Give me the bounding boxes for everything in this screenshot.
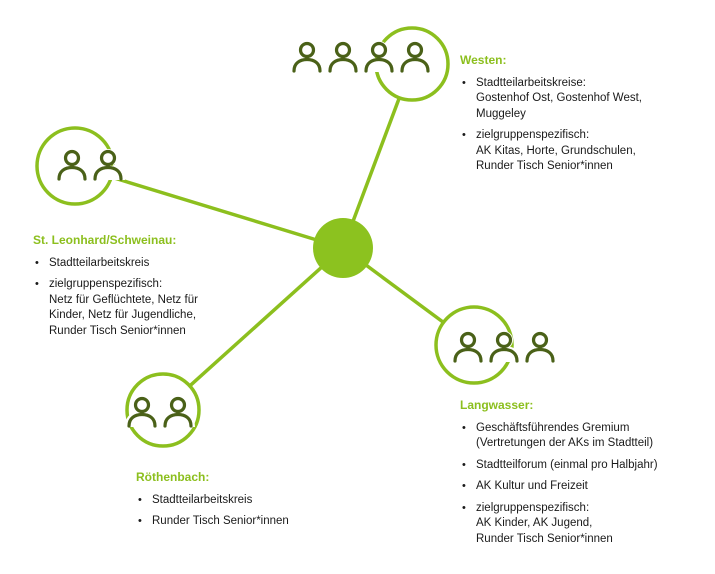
list-item: Runder Tisch Senior*innen [136,514,289,530]
item-line: AK Kitas, Horte, Grundschulen, [476,144,636,157]
item-line: AK Kultur und Freizeit [476,480,588,492]
list-item: Stadtteilarbeitskreis [33,256,198,272]
node-list: Stadtteilarbeitskreis Runder Tisch Senio… [136,493,289,530]
person-icon [398,41,432,73]
item-line: (Vertretungen der AKs im Stadtteil) [476,437,654,449]
person-icon [125,396,159,428]
item-line: Runder Tisch Senior*innen [49,324,186,337]
item-line: zielgruppenspezifisch: [49,278,163,290]
node-st-leonhard: St. Leonhard/Schweinau: Stadtteilarbeits… [33,233,198,345]
item-line: Muggeley [476,107,526,120]
list-item: Stadtteilarbeitskreis [136,493,289,509]
item-line: Stadtteilarbeitskreis [152,493,253,506]
item-line: zielgruppenspezifisch: [476,501,590,514]
node-list: Stadtteilarbeitskreise: Gostenhof Ost, G… [460,76,642,175]
item-line: Runder Tisch Senior*innen [152,515,289,527]
person-icon [91,149,125,181]
item-line: AK Kinder, AK Jugend, [476,517,593,529]
item-line: Stadtteilarbeitskreise: [476,76,586,89]
person-icon [362,41,396,73]
person-icon [487,331,521,363]
item-line: Runder Tisch Senior*innen [476,160,613,172]
list-item: Stadtteilarbeitskreise: Gostenhof Ost, G… [460,76,642,123]
person-icon [523,331,557,363]
item-line: Netz für Geflüchtete, Netz für [49,293,198,306]
node-list: Geschäftsführendes Gremium (Vertretungen… [460,421,658,548]
list-item: Stadtteilforum (einmal pro Halbjahr) [460,458,658,474]
item-line: Gostenhof Ost, Gostenhof West, [476,92,642,104]
spoke-roethenbach [188,246,345,388]
person-icon [161,396,195,428]
node-roethenbach: Röthenbach: Stadtteilarbeitskreis Runder… [136,470,289,536]
item-line: Geschäftsführendes Gremium [476,421,630,434]
node-title: St. Leonhard/Schweinau: [33,233,177,247]
item-line: Stadtteilarbeitskreis [49,256,150,269]
list-item: AK Kultur und Freizeit [460,479,658,495]
item-line: Runder Tisch Senior*innen [476,532,613,545]
list-item: zielgruppenspezifisch: AK Kitas, Horte, … [460,128,642,175]
node-title: Langwasser: [460,398,534,412]
node-title: Westen: [460,53,507,67]
ring-roethenbach [125,372,201,448]
node-title: Röthenbach: [136,470,210,484]
hub-circle [313,218,373,278]
node-langwasser: Langwasser: Geschäftsführendes Gremium (… [460,398,658,553]
item-line: Kinder, Netz für Jugendliche, [49,309,197,321]
person-icon [326,41,360,73]
spoke-st-leonhard [110,175,344,250]
list-item: zielgruppenspezifisch: AK Kinder, AK Jug… [460,501,658,548]
item-line: Stadtteilforum (einmal pro Halbjahr) [476,458,658,471]
person-icon [451,331,485,363]
item-line: zielgruppenspezifisch: [476,129,590,141]
person-icon [55,149,89,181]
list-item: zielgruppenspezifisch: Netz für Geflücht… [33,277,198,339]
node-westen: Westen: Stadtteilarbeitskreise: Gostenho… [460,53,642,181]
list-item: Geschäftsführendes Gremium (Vertretungen… [460,421,658,452]
person-icon [290,41,324,73]
node-list: Stadtteilarbeitskreis zielgruppenspezifi… [33,256,198,340]
ring-langwasser [434,305,514,385]
